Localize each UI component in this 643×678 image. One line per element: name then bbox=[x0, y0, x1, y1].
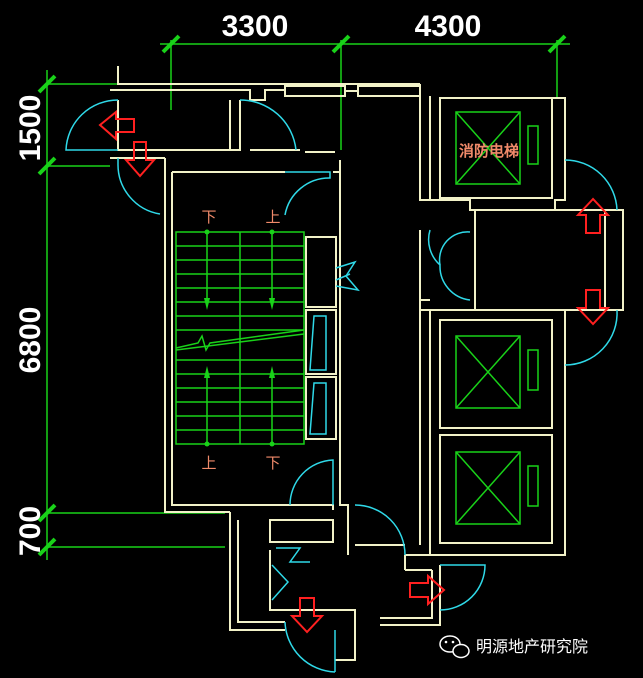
dim-left-top: 1500 bbox=[14, 95, 47, 162]
wechat-icon bbox=[439, 635, 470, 659]
elevator-fire bbox=[455, 111, 539, 185]
watermark-text: 明源地产研究院 bbox=[476, 637, 588, 656]
fire-elevator-label: 消防电梯 bbox=[459, 142, 519, 160]
stair-up-top-label: 上 bbox=[265, 208, 280, 226]
stair-down-bottom-label: 下 bbox=[265, 454, 280, 472]
evacuation-arrows bbox=[98, 109, 611, 634]
arrow-left-icon bbox=[98, 109, 135, 142]
dim-left-bottom: 700 bbox=[14, 506, 47, 556]
stair-up-bottom-label: 上 bbox=[201, 454, 216, 472]
arrow-down-icon bbox=[289, 597, 325, 634]
door-swings bbox=[65, 99, 618, 673]
stair-down-top-label: 下 bbox=[201, 208, 216, 226]
arrow-up-icon bbox=[575, 197, 611, 234]
staircase bbox=[175, 229, 337, 447]
arrow-down-icon bbox=[123, 141, 157, 178]
dim-top-right: 4300 bbox=[415, 10, 482, 43]
arrow-down-icon bbox=[575, 289, 611, 326]
dim-left-middle: 6800 bbox=[14, 307, 47, 374]
elevator-2 bbox=[455, 335, 539, 409]
walls bbox=[110, 66, 624, 661]
arrow-right-icon bbox=[409, 573, 446, 607]
dim-top-left: 3300 bbox=[222, 10, 289, 43]
elevator-3 bbox=[455, 451, 539, 525]
